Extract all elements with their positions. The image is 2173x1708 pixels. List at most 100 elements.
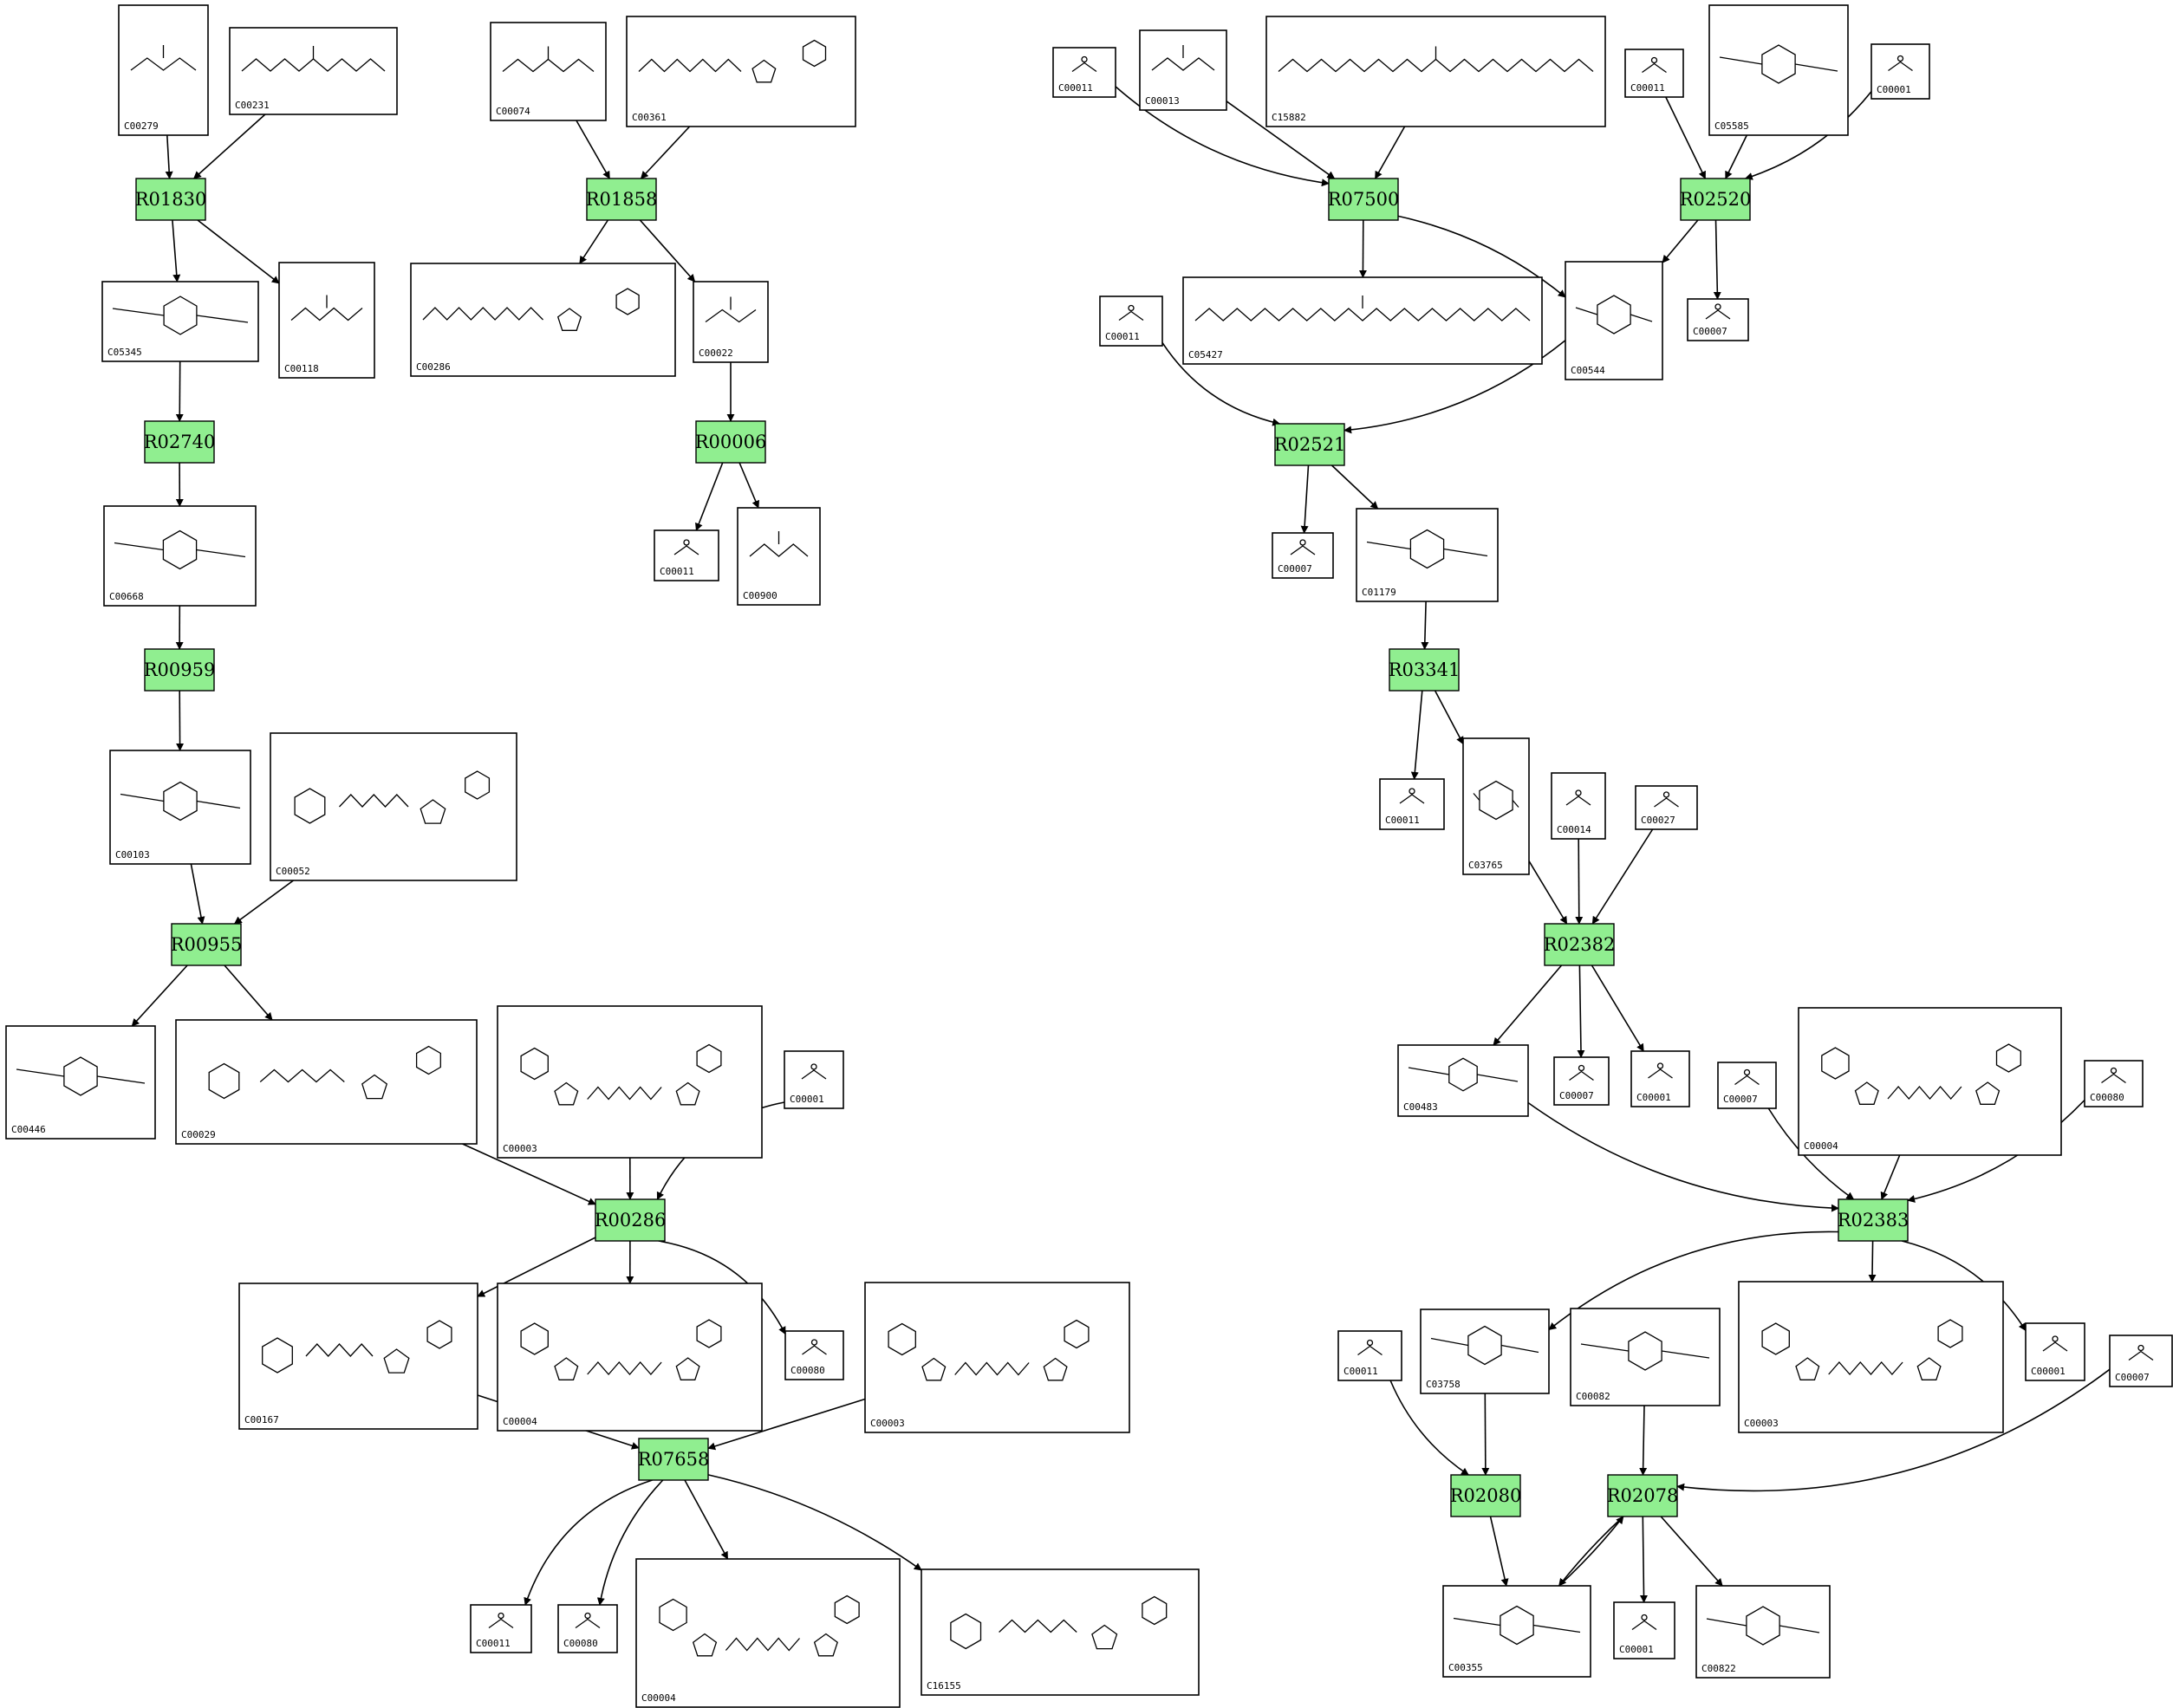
compound-box[interactable] [2109,1335,2173,1387]
compound-box[interactable] [2025,1322,2085,1381]
reaction-box[interactable] [144,420,215,464]
compound-box[interactable] [864,1282,1130,1433]
compound-node[interactable]: C00004 [1798,1007,2062,1156]
compound-node[interactable]: C00003 [864,1282,1130,1433]
compound-node[interactable]: C00900 [737,507,821,606]
compound-box[interactable] [654,529,719,581]
compound-box[interactable] [270,732,517,881]
compound-box[interactable] [1695,1585,1831,1679]
compound-node[interactable]: C00003 [497,1005,763,1159]
compound-box[interactable] [1738,1281,2004,1433]
compound-node[interactable]: C00167 [238,1283,478,1430]
reaction-node[interactable]: R02080 [1450,1474,1522,1517]
compound-box[interactable] [1379,778,1445,830]
compound-box[interactable] [103,505,257,607]
compound-node[interactable]: C15882 [1265,16,1606,127]
compound-node[interactable]: C00074 [490,22,607,121]
compound-node[interactable]: C00001 [2025,1322,2085,1381]
reaction-node[interactable]: R07500 [1328,178,1400,221]
reaction-node[interactable]: R02740 [144,420,216,464]
compound-box[interactable] [1442,1585,1591,1678]
compound-box[interactable] [497,1005,763,1159]
compound-box[interactable] [1337,1330,1402,1381]
compound-box[interactable] [1630,1050,1690,1107]
reaction-node[interactable]: R00959 [144,648,216,692]
compound-node[interactable]: C00011 [1052,47,1116,98]
compound-node[interactable]: C00118 [278,262,375,379]
reaction-node[interactable]: R02078 [1607,1474,1679,1517]
reaction-box[interactable] [135,178,206,221]
compound-node[interactable]: C00822 [1695,1585,1831,1679]
reaction-box[interactable] [1607,1474,1678,1517]
reaction-box[interactable] [1389,648,1460,692]
reaction-node[interactable]: R02521 [1274,423,1346,466]
compound-box[interactable] [5,1025,156,1140]
reaction-box[interactable] [1328,178,1399,221]
compound-node[interactable]: C00011 [654,529,719,581]
compound-node[interactable]: C00029 [175,1019,478,1145]
compound-node[interactable]: C00011 [1099,295,1163,347]
compound-node[interactable]: C00014 [1551,772,1606,840]
compound-node[interactable]: C00544 [1565,261,1663,380]
compound-node[interactable]: C00052 [270,732,517,881]
reaction-box[interactable] [586,178,657,221]
compound-node[interactable]: C00011 [1379,778,1445,830]
compound-box[interactable] [784,1330,844,1380]
reaction-node[interactable]: R02383 [1838,1198,1910,1242]
compound-node[interactable]: C00004 [635,1558,901,1708]
compound-node[interactable]: C00080 [2084,1060,2144,1107]
compound-node[interactable]: C00355 [1442,1585,1591,1678]
reaction-box[interactable] [1838,1198,1909,1242]
reaction-box[interactable] [1544,923,1615,966]
compound-box[interactable] [1613,1601,1675,1659]
compound-box[interactable] [1397,1044,1529,1117]
compound-box[interactable] [101,281,259,362]
reaction-box[interactable] [1680,178,1751,221]
compound-node[interactable]: C00668 [103,505,257,607]
compound-box[interactable] [238,1283,478,1430]
compound-node[interactable]: C00080 [557,1604,618,1653]
reaction-node[interactable]: R02520 [1680,178,1752,221]
compound-node[interactable]: C00022 [693,281,769,363]
compound-node[interactable]: C00013 [1139,29,1227,111]
compound-box[interactable] [1687,298,1749,341]
reaction-node[interactable]: R01858 [586,178,658,221]
reaction-box[interactable] [595,1198,666,1242]
reaction-box[interactable] [695,420,766,464]
compound-node[interactable]: C00001 [1870,43,1930,100]
reaction-node[interactable]: R00286 [595,1198,667,1242]
compound-node[interactable]: C05345 [101,281,259,362]
reaction-box[interactable] [638,1438,709,1481]
compound-node[interactable]: C00231 [229,27,398,115]
reaction-box[interactable] [1450,1474,1521,1517]
reaction-node[interactable]: R07658 [638,1438,710,1481]
compound-box[interactable] [1708,4,1849,136]
compound-node[interactable]: C01179 [1356,508,1499,602]
compound-box[interactable] [1265,16,1606,127]
compound-box[interactable] [1570,1308,1721,1406]
compound-node[interactable]: C16155 [921,1568,1200,1696]
compound-node[interactable]: C00279 [118,4,209,136]
reaction-node[interactable]: R03341 [1389,648,1461,692]
reaction-node[interactable]: R00006 [695,420,767,464]
compound-box[interactable] [921,1568,1200,1696]
compound-node[interactable]: C05585 [1708,4,1849,136]
compound-box[interactable] [1420,1309,1550,1394]
compound-box[interactable] [490,22,607,121]
compound-box[interactable] [1099,295,1163,347]
compound-node[interactable]: C00080 [784,1330,844,1380]
compound-node[interactable]: C00483 [1397,1044,1529,1117]
compound-node[interactable]: C00361 [626,16,856,127]
compound-box[interactable] [1798,1007,2062,1156]
reaction-node[interactable]: R00955 [171,923,243,966]
compound-box[interactable] [278,262,375,379]
compound-box[interactable] [1052,47,1116,98]
compound-node[interactable]: C00007 [1717,1062,1777,1109]
compound-node[interactable]: C00011 [470,1604,532,1653]
compound-node[interactable]: C00007 [1272,532,1334,579]
compound-node[interactable]: C00007 [2109,1335,2173,1387]
compound-box[interactable] [1462,737,1530,875]
reaction-box[interactable] [144,648,215,692]
compound-box[interactable] [109,750,251,865]
compound-node[interactable]: C05427 [1182,276,1543,365]
